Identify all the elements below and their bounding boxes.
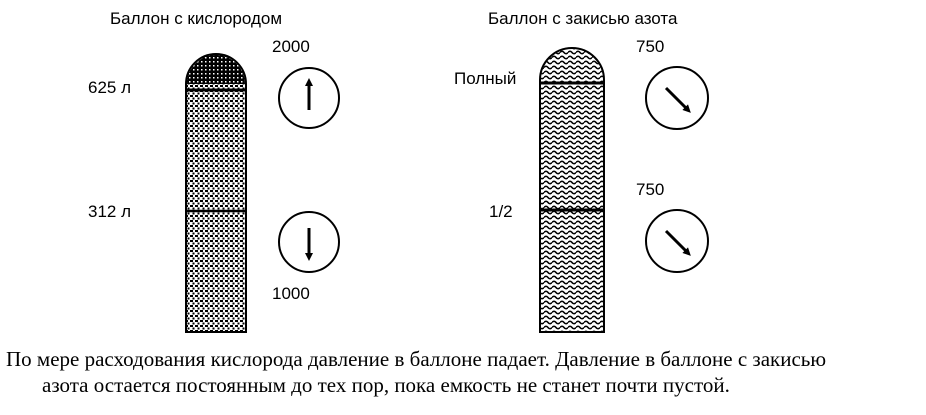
nitrous-cylinder: [539, 47, 605, 333]
figure-caption: По мере расходования кислорода давление …: [6, 346, 922, 398]
caption-line-2: азота остается постоянным до тех пор, по…: [42, 373, 730, 397]
cylinders-diagram: Баллон с кислородом Баллон с закисью азо…: [88, 9, 709, 333]
oxygen-level-half-label: 312 л: [88, 202, 131, 221]
nitrous-gauge-bottom: [645, 209, 709, 273]
arrow-down-right-icon: [664, 86, 691, 113]
nitrous-level-full-label: Полный: [454, 69, 516, 88]
oxygen-cylinder: [185, 53, 247, 333]
oxygen-gauge-top: [278, 67, 340, 129]
caption-line-1: По мере расходования кислорода давление …: [6, 347, 827, 371]
oxygen-gauge-bottom: [278, 211, 340, 273]
nitrous-gauge-top: [645, 66, 709, 130]
nitrous-gauge-top-value: 750: [636, 37, 664, 56]
nitrous-cylinder-title: Баллон с закисью азота: [488, 9, 678, 28]
oxygen-gauge-bottom-value: 1000: [272, 284, 310, 303]
arrow-down-right-icon: [664, 229, 691, 256]
oxygen-cylinder-title: Баллон с кислородом: [110, 9, 282, 28]
oxygen-level-full-label: 625 л: [88, 78, 131, 97]
nitrous-level-half-label: 1/2: [489, 202, 513, 221]
oxygen-gauge-top-value: 2000: [272, 37, 310, 56]
nitrous-gauge-bottom-value: 750: [636, 180, 664, 199]
